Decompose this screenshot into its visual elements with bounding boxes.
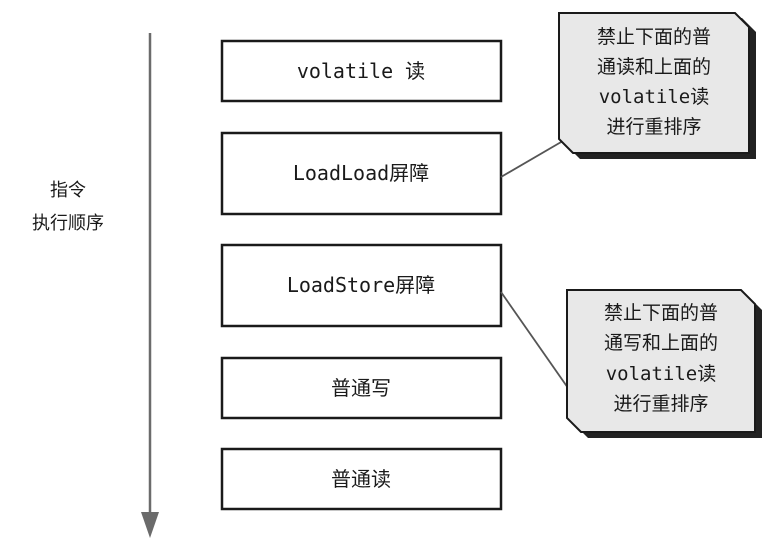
note-line: 禁止下面的普: [604, 302, 718, 324]
connector-loadload-to-note: [500, 137, 569, 178]
note-line: 进行重排序: [606, 116, 701, 138]
execution-order-arrow: [141, 33, 159, 538]
note-callout-loadload: 禁止下面的普 通读和上面的 volatile读 进行重排序: [558, 12, 756, 159]
note-line: 通读和上面的: [597, 56, 711, 78]
instruction-label: LoadStore屏障: [287, 273, 435, 297]
instruction-label: 普通写: [331, 376, 391, 400]
arrow-head: [141, 512, 159, 538]
axis-label-line2: 执行顺序: [32, 213, 104, 234]
note-line: 进行重排序: [613, 393, 708, 415]
instruction-label: 普通读: [331, 467, 391, 491]
instruction-label: volatile 读: [297, 59, 425, 83]
instruction-box-loadload-barrier: LoadLoad屏障: [220, 131, 503, 216]
instruction-box-normal-write: 普通写: [220, 356, 503, 420]
instruction-box-normal-read: 普通读: [220, 447, 503, 511]
instruction-label: LoadLoad屏障: [293, 161, 429, 185]
note-callout-loadstore: 禁止下面的普 通写和上面的 volatile读 进行重排序: [566, 289, 762, 438]
instruction-box-volatile-read: volatile 读: [220, 39, 503, 103]
note-line: 禁止下面的普: [597, 26, 711, 48]
note-line: 通写和上面的: [604, 332, 718, 354]
connector-loadstore-to-note: [500, 291, 576, 399]
note-line: volatile读: [599, 86, 710, 108]
note-line: volatile读: [606, 363, 717, 385]
axis-label-line1: 指令: [50, 180, 86, 201]
instruction-box-loadstore-barrier: LoadStore屏障: [220, 243, 503, 328]
